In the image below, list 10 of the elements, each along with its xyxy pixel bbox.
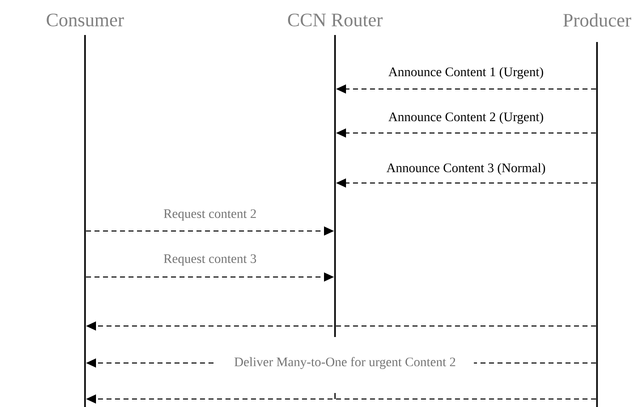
edge-label: Request content 3 — [164, 254, 256, 266]
edge-label: Deliver Many-to-One for urgent Content 2 — [216, 354, 474, 372]
lifeline-heading: Consumer — [46, 14, 124, 26]
lifeline — [596, 42, 598, 407]
edge-label: Announce Content 2 (Urgent) — [388, 112, 544, 124]
edge-label: Announce Content 3 (Normal) — [386, 163, 546, 175]
lifeline-heading: CCN Router — [288, 14, 383, 26]
edge-label: Announce Content 1 (Urgent) — [388, 67, 544, 79]
edge-label: Request content 2 — [164, 209, 256, 221]
lifeline-heading: Producer — [563, 13, 632, 27]
